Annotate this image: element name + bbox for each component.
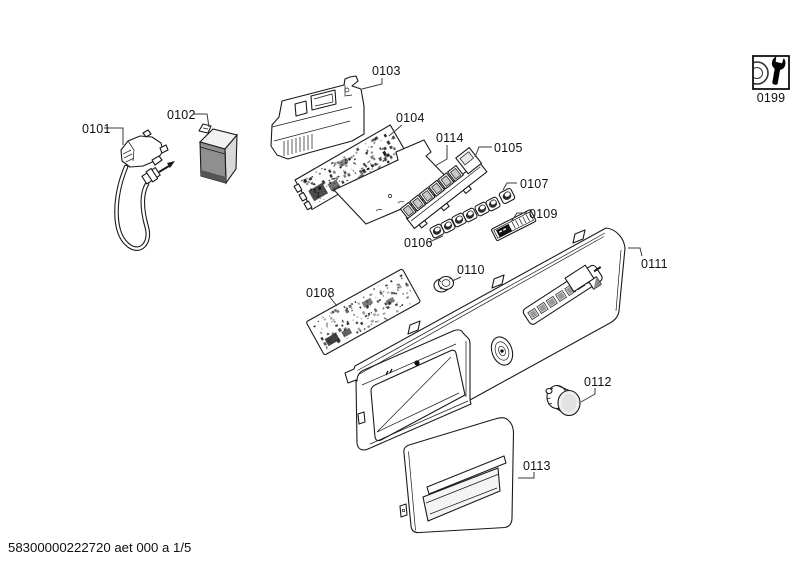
part-0101-power-cord-drawing: [114, 129, 175, 251]
document-code: 58300000222720 aet 000 a 1/5: [8, 540, 191, 555]
part-0106-buttons-drawing: [429, 196, 501, 239]
arrow-icon: [167, 161, 175, 168]
part-0109-label: 0109: [529, 207, 558, 221]
part-0109-display-module-drawing: [491, 209, 537, 242]
part-0107-label: 0107: [520, 177, 549, 191]
part-0114-label: 0114: [436, 131, 464, 145]
part-0104-label: 0104: [396, 111, 425, 125]
part-0107-button-drawing: [498, 188, 516, 204]
part-0105-label: 0105: [494, 141, 523, 155]
part-labels: 0101 0102 0103 0104 0114 0105 0107 0109 …: [82, 64, 785, 473]
knob-mount-rings: [490, 336, 514, 366]
part-0112-knob-drawing: [545, 384, 581, 417]
part-0101-label: 0101: [82, 122, 111, 136]
part-0110-label: 0110: [457, 263, 485, 277]
part-0110-button-drawing: [433, 275, 455, 293]
part-0113-label: 0113: [523, 459, 551, 473]
part-0111-fascia-drawing: [344, 227, 626, 451]
cord-terminal: [141, 167, 161, 185]
part-0102-suppressor-drawing: [198, 123, 238, 185]
part-0103-module-housing-drawing: [270, 75, 365, 160]
leader-lines: [104, 78, 643, 479]
part-0105-button-rail-drawing: [399, 147, 488, 230]
part-0108-label: 0108: [306, 286, 335, 300]
part-0199-label: 0199: [757, 91, 786, 105]
part-0108-display-pcb-drawing: [306, 268, 421, 356]
service-wrench-icon: [752, 55, 790, 90]
part-0106-label: 0106: [404, 236, 433, 250]
part-0111-label: 0111: [641, 257, 668, 271]
part-0103-label: 0103: [372, 64, 401, 78]
part-0102-label: 0102: [167, 108, 196, 122]
part-0112-label: 0112: [584, 375, 612, 389]
part-0113-drawer-front-drawing: [399, 417, 515, 534]
part-0104-power-pcb-drawing: [293, 124, 408, 211]
part-0114-panel-drawing: [333, 139, 456, 225]
